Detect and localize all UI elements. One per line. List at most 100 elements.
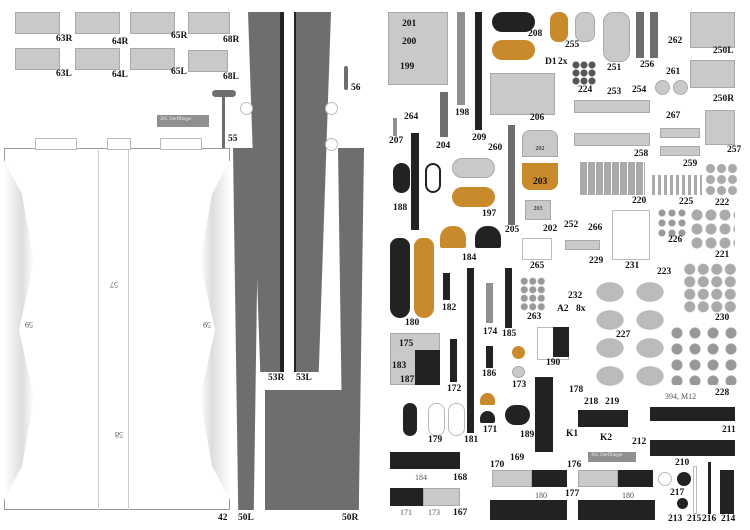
part-176-gray [578, 470, 618, 487]
mark-394: 394, M12 [665, 392, 697, 401]
label-219: 219 [605, 397, 620, 407]
label-64R: 64R [112, 37, 129, 47]
part-mark: 203 [533, 206, 543, 212]
label-208: 208 [528, 29, 543, 39]
part-205 [508, 125, 515, 225]
label-265: 265 [530, 261, 545, 271]
label-169: 169 [510, 453, 525, 463]
part-64R [75, 12, 120, 34]
scissors-icon [325, 138, 338, 151]
part-217-white [658, 472, 672, 486]
part-177-gray [492, 470, 532, 487]
part-217 [677, 472, 691, 486]
label-205: 205 [505, 225, 520, 235]
label-55: 55 [228, 134, 238, 144]
label-171: 171 [483, 425, 498, 435]
label-170: 170 [490, 460, 505, 470]
part-229 [565, 240, 600, 250]
label-172: 172 [447, 384, 462, 394]
part-259 [660, 128, 700, 138]
label-209: 209 [472, 133, 487, 143]
part-176-black [618, 470, 653, 487]
label-229: 229 [589, 256, 604, 266]
label-218: 218 [584, 397, 599, 407]
label-197: 197 [482, 209, 497, 219]
part-179 [428, 403, 445, 436]
label-261: 261 [666, 67, 681, 77]
part-213 [677, 498, 688, 509]
part-173-gray [512, 366, 525, 378]
part-224 [572, 61, 596, 85]
part-231 [612, 210, 650, 260]
part-177-black [532, 470, 567, 487]
part-211 [650, 407, 735, 421]
label-252: 252 [564, 220, 579, 230]
label-177: 177 [565, 489, 580, 499]
part-222 [705, 163, 737, 195]
label-267: 267 [666, 111, 681, 121]
deck-tab [35, 138, 77, 150]
label-212: 212 [632, 437, 647, 447]
label-210: 210 [675, 458, 690, 468]
part-211b [650, 440, 735, 456]
part-64L [75, 48, 120, 70]
part-171-black [480, 411, 495, 423]
label-221: 221 [715, 250, 730, 260]
label-255: 255 [565, 40, 580, 50]
part-228 [668, 325, 740, 385]
part-203 [522, 163, 558, 190]
label-211: 211 [722, 425, 736, 435]
part-198 [457, 12, 465, 105]
part-216 [708, 462, 711, 514]
label-K1: K1 [566, 429, 579, 439]
part-218-219 [578, 410, 628, 427]
part-203-small: 203 [525, 200, 551, 220]
logo-text: JSC Derfflinger [591, 453, 623, 458]
label-176: 176 [567, 460, 582, 470]
label-226: 226 [668, 235, 683, 245]
label-189: 189 [520, 430, 535, 440]
deck-part [4, 148, 230, 510]
part-68L [188, 50, 228, 72]
logo-plate: JSC Derfflinger [157, 115, 209, 127]
label-63R: 63R [56, 34, 73, 44]
label-263: 263 [527, 312, 542, 322]
deck-label-57: 57 [110, 280, 118, 289]
label-188: 188 [393, 203, 408, 213]
part-180-black [390, 238, 410, 318]
part-177-strip [490, 500, 567, 520]
label-50R: 50R [342, 513, 359, 523]
part-188 [393, 163, 410, 193]
label-178: 178 [569, 385, 584, 395]
part-168 [390, 452, 460, 469]
label-216: 216 [702, 514, 717, 524]
part-199-201 [388, 12, 448, 85]
part-267 [655, 80, 670, 95]
label-258: 258 [634, 149, 649, 159]
label-65L: 65L [171, 67, 187, 77]
deck-label-59: 59 [203, 320, 211, 329]
part-265 [522, 238, 552, 260]
part-220 [580, 162, 645, 195]
label-180: 180 [405, 318, 420, 328]
label-D1: D1 [545, 57, 557, 67]
part-226 [657, 208, 687, 238]
part-180-ochre [414, 238, 434, 318]
deck-tab [160, 138, 202, 150]
label-53R: 53R [268, 373, 285, 383]
part-258 [574, 133, 650, 146]
mark-180: 180 [622, 491, 634, 500]
part-263 [520, 277, 546, 311]
part-190-block [553, 327, 569, 357]
part-214 [720, 470, 734, 514]
part-182 [443, 273, 450, 300]
part-186 [486, 346, 493, 368]
part-225 [652, 175, 702, 195]
part-256 [636, 12, 644, 58]
part-185 [505, 268, 512, 328]
scissors-icon [240, 102, 253, 115]
label-50L: 50L [238, 513, 254, 523]
label-64L: 64L [112, 70, 128, 80]
part-197-gray [452, 158, 495, 178]
